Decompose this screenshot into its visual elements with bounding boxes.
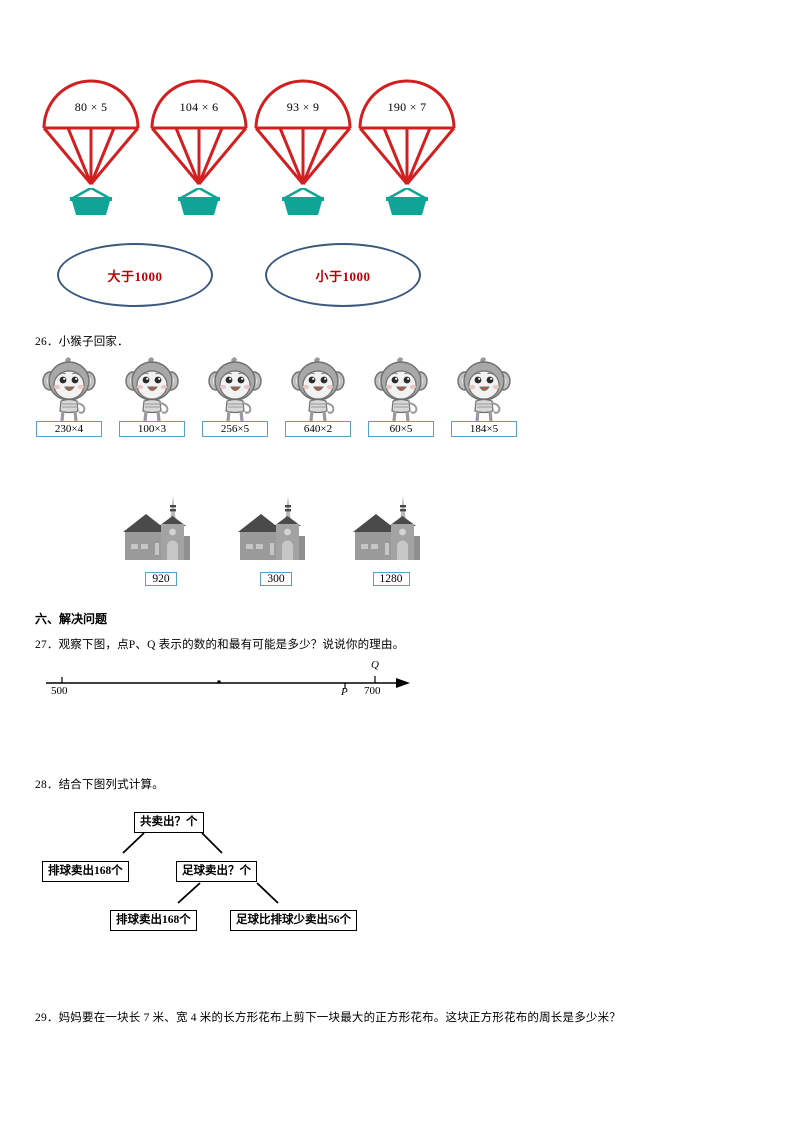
tree-box-football-sold: 足球卖出？个	[176, 861, 257, 882]
monkey-expression-box: 256×5	[202, 421, 268, 437]
parachute-item: 190 × 7	[358, 78, 456, 218]
monkey-icon	[291, 357, 345, 422]
house-group: 920 300	[118, 490, 438, 598]
parachute-strings-icon	[42, 127, 140, 185]
monkey-item: 256×5	[202, 355, 268, 437]
house-value-box: 1280	[372, 572, 410, 586]
oval-label: 大于1000	[107, 268, 163, 284]
monkey-group: 230×4	[36, 355, 526, 455]
parachute-item: 104 × 6	[150, 78, 248, 218]
basket-icon	[178, 188, 220, 215]
number-line-label-p: P	[341, 686, 348, 698]
parachute-strings-icon	[150, 127, 248, 185]
number-line-label-q: Q	[371, 659, 379, 671]
parachute-strings-icon	[254, 127, 352, 185]
house-icon	[238, 496, 305, 560]
parachute-group: 80 × 5 104 × 6	[42, 78, 462, 218]
tree-box-football-less-than-volleyball: 足球比排球少卖出56个	[230, 910, 357, 931]
number-line-diagram: 500 P Q 700	[44, 655, 414, 703]
number-line-label-500: 500	[51, 685, 68, 697]
q28-tree-diagram: 共卖出？个 排球卖出168个 足球卖出？个 排球卖出168个 足球比排球少卖出5…	[30, 808, 450, 938]
section-heading-6: 六、解决问题	[35, 612, 108, 626]
monkey-item: 100×3	[119, 355, 185, 437]
parachute-expression: 104 × 6	[179, 100, 219, 114]
question-29-text: 29．妈妈要在一块长 7 米、宽 4 米的长方形花布上剪下一块最大的正方形花布。…	[35, 1012, 621, 1024]
monkey-icon	[208, 357, 262, 422]
monkey-icon	[374, 357, 428, 422]
monkey-expression-box: 640×2	[285, 421, 351, 437]
tree-box-root: 共卖出？个	[134, 812, 204, 833]
question-26-text: 26．小猴子回家．	[35, 336, 129, 348]
category-oval-less: 小于1000	[265, 243, 421, 307]
number-line-label-700: 700	[364, 685, 381, 697]
house-value-box: 300	[260, 572, 292, 586]
basket-icon	[386, 188, 428, 215]
monkey-item: 230×4	[36, 355, 102, 437]
monkey-expression-box: 100×3	[119, 421, 185, 437]
monkey-icon	[457, 357, 511, 422]
monkey-expression-box: 184×5	[451, 421, 517, 437]
question-27-text: 27．观察下图，点P、Q 表示的数的和最有可能是多少？说说你的理由。	[35, 639, 405, 651]
number-line-svg	[46, 676, 410, 689]
parachute-expression: 80 × 5	[74, 100, 108, 114]
monkey-item: 60×5	[368, 355, 434, 437]
parachute-item: 93 × 9	[254, 78, 352, 218]
house-item: 920	[118, 490, 204, 586]
tree-box-volleyball-sold-detail: 排球卖出168个	[110, 910, 197, 931]
monkey-expression-box: 230×4	[36, 421, 102, 437]
house-item: 1280	[348, 490, 434, 586]
house-icon	[123, 496, 190, 560]
monkey-icon	[42, 357, 96, 422]
question-28-text: 28．结合下图列式计算。	[35, 779, 164, 791]
monkey-expression-box: 60×5	[368, 421, 434, 437]
basket-icon	[70, 188, 112, 215]
monkey-item: 640×2	[285, 355, 351, 437]
monkey-icon	[125, 357, 179, 422]
house-item: 300	[233, 490, 319, 586]
category-oval-greater: 大于1000	[57, 243, 213, 307]
parachute-expression: 93 × 9	[286, 100, 320, 114]
oval-label: 小于1000	[315, 268, 371, 284]
parachute-strings-icon	[358, 127, 456, 185]
parachute-expression: 190 × 7	[387, 100, 427, 114]
parachute-item: 80 × 5	[42, 78, 140, 218]
house-icon	[353, 496, 420, 560]
basket-icon	[282, 188, 324, 215]
house-value-box: 920	[145, 572, 177, 586]
monkey-item: 184×5	[451, 355, 517, 437]
tree-box-volleyball-sold: 排球卖出168个	[42, 861, 129, 882]
